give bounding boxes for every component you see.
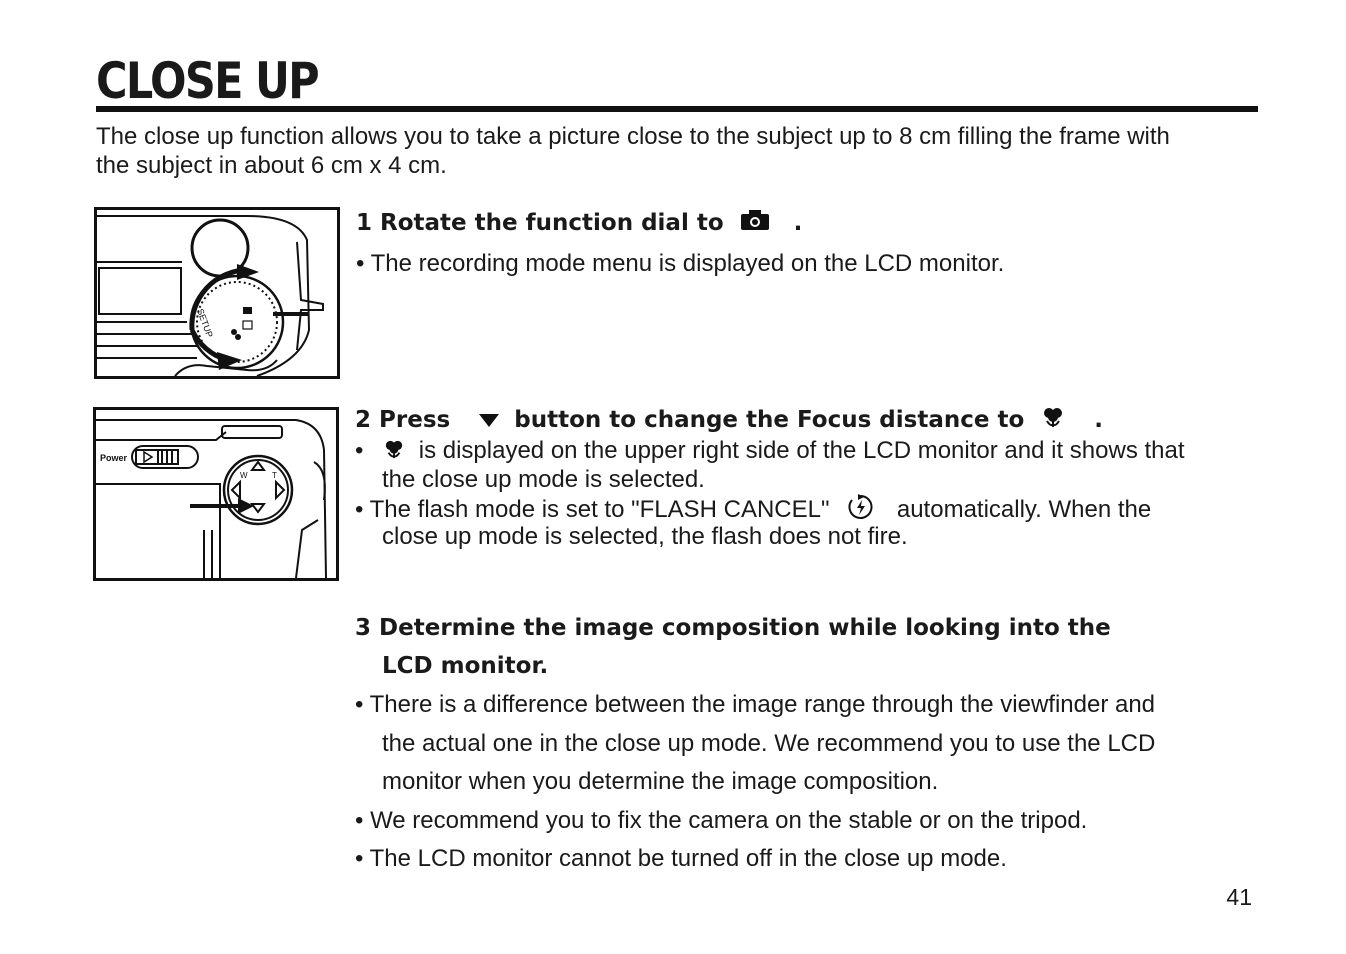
camera-back-illustration: Power W T <box>93 407 339 581</box>
down-arrow-icon <box>478 407 500 435</box>
camera-top-drawing: SETUP <box>97 215 324 376</box>
macro-flower-icon <box>1042 406 1064 435</box>
intro-line-1: The close up function allows you to take… <box>96 123 1170 150</box>
step2-bullet2-text-b: automatically. When the <box>896 495 1152 523</box>
camera-icon <box>740 209 770 238</box>
step1-heading: 1 Rotate the function dial to . <box>356 209 802 238</box>
step1-heading-end: . <box>793 210 803 236</box>
power-label: Power <box>100 453 128 463</box>
camera-back-drawing: Power W T <box>96 419 327 578</box>
step1-number: 1 <box>356 210 373 236</box>
step3-bullet1-line1: • There is a difference between the imag… <box>355 691 1156 718</box>
step3-bullet1-line2: the actual one in the close up mode. We … <box>382 730 1156 757</box>
intro-line-2: the subject in about 6 cm x 4 cm. <box>96 152 447 179</box>
intro-paragraph: The close up function allows you to take… <box>96 122 1266 180</box>
step3-number: 3 <box>355 615 372 641</box>
step3-heading-line2: LCD monitor. <box>382 653 549 679</box>
tele-label: T <box>272 471 277 480</box>
step3-bullet2: • We recommend you to fix the camera on … <box>355 807 1088 834</box>
flash-cancel-icon <box>846 494 876 527</box>
step2-bullet2-line1: • The flash mode is set to "FLASH CANCEL… <box>355 494 1151 527</box>
step2-heading: 2 Press button to change the Focus dista… <box>355 406 1103 435</box>
setup-label: SETUP <box>195 307 215 339</box>
step2-heading-b: button to change the Focus distance to <box>514 407 1025 433</box>
bullet-mark: • <box>355 437 364 464</box>
step2-heading-end: . <box>1094 407 1104 433</box>
function-dial-illustration: SETUP <box>94 207 340 379</box>
step3-bullet3: • The LCD monitor cannot be turned off i… <box>355 845 1007 872</box>
step2-bullet1-line1: • is displayed on the upper right side o… <box>355 436 1185 466</box>
step2-bullet2-text-a: • The flash mode is set to "FLASH CANCEL… <box>355 495 830 523</box>
title-underline <box>96 106 1258 112</box>
page-title: CLOSE UP <box>96 52 320 110</box>
step2-bullet1-text: is displayed on the upper right side of … <box>418 437 1185 464</box>
step3-heading-text: Determine the image composition while lo… <box>379 615 1111 641</box>
step2-bullet2-line2: close up mode is selected, the flash doe… <box>382 523 908 550</box>
macro-flower-icon <box>384 437 404 466</box>
step3-bullet1-line3: monitor when you determine the image com… <box>382 768 939 795</box>
page-number: 41 <box>1226 884 1252 910</box>
step2-number: 2 <box>355 407 372 433</box>
step3-heading-line1: 3 Determine the image composition while … <box>355 614 1111 642</box>
step2-bullet1-line2: the close up mode is selected. <box>382 466 705 493</box>
wide-label: W <box>240 471 248 480</box>
step1-bullet: • The recording mode menu is displayed o… <box>356 250 1005 277</box>
step1-heading-text: Rotate the function dial to <box>380 210 724 236</box>
step2-heading-a: Press <box>379 407 451 433</box>
